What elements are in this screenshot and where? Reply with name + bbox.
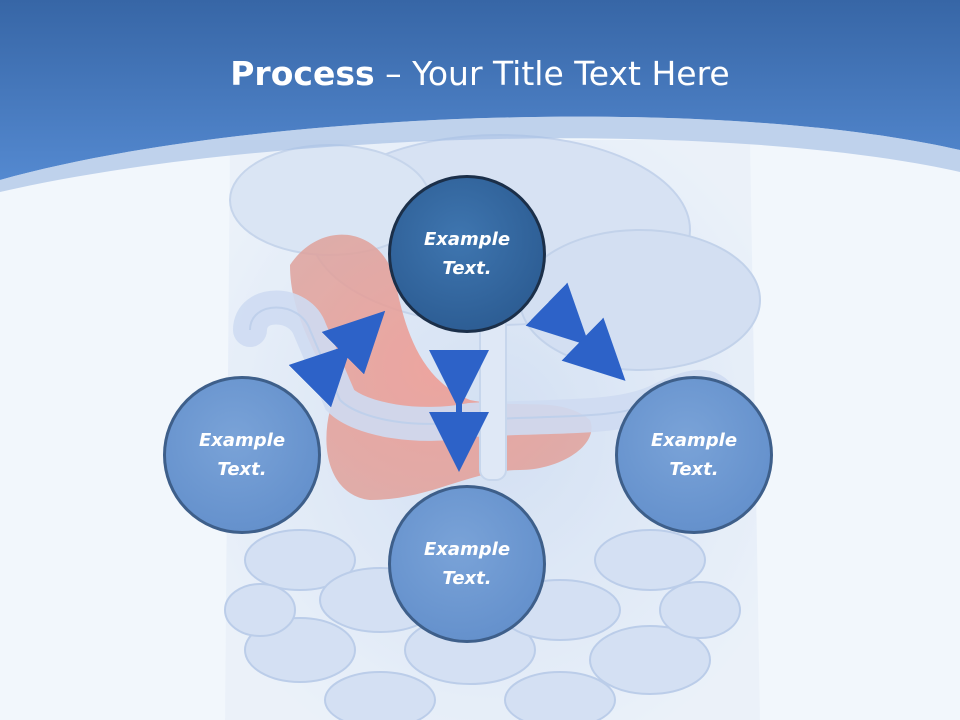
process-node-top: Example Text. bbox=[388, 175, 546, 333]
node-bottom-line1: Example bbox=[423, 539, 511, 560]
node-top-line1: Example bbox=[423, 229, 511, 250]
node-left-line2: Text. bbox=[217, 459, 267, 480]
arrow-top-left bbox=[288, 310, 386, 408]
page-title: Process – Your Title Text Here bbox=[0, 52, 960, 96]
node-left-line1: Example bbox=[198, 430, 286, 451]
header-band bbox=[0, 0, 960, 180]
node-right-line1: Example bbox=[650, 430, 738, 451]
process-node-left: Example Text. bbox=[163, 376, 321, 534]
arrow-top-right bbox=[525, 282, 626, 381]
process-node-bottom: Example Text. bbox=[388, 485, 546, 643]
node-top-line2: Text. bbox=[442, 258, 492, 279]
node-bottom-line2: Text. bbox=[442, 568, 492, 589]
title-rest: – Your Title Text Here bbox=[374, 54, 730, 93]
header-swoosh bbox=[0, 116, 960, 192]
node-right-line2: Text. bbox=[669, 459, 719, 480]
process-node-right: Example Text. bbox=[615, 376, 773, 534]
title-bold: Process bbox=[230, 54, 375, 93]
